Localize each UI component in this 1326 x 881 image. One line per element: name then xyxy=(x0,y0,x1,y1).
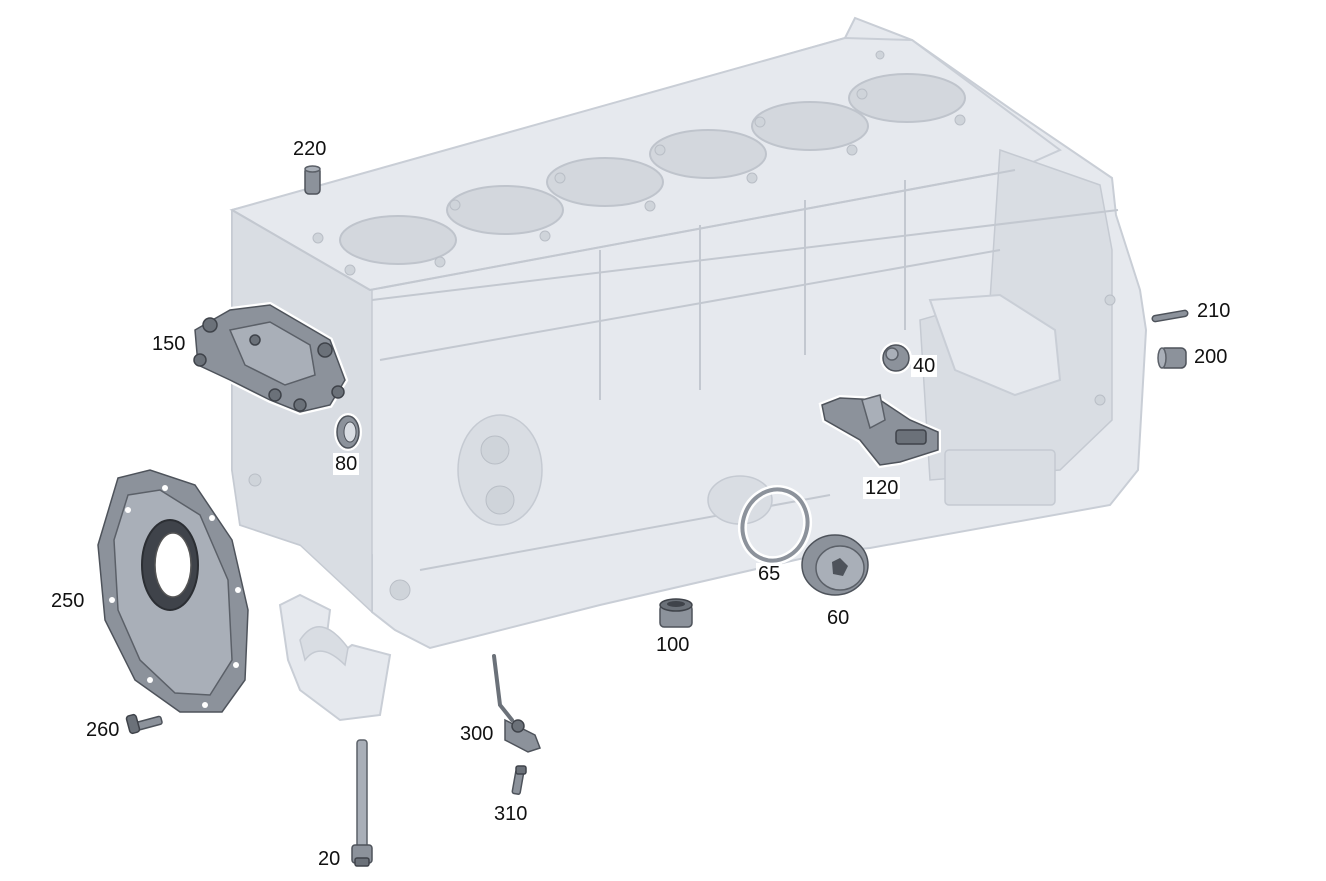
callout-150[interactable]: 150 xyxy=(150,333,188,355)
callout-20[interactable]: 20 xyxy=(316,848,343,870)
callout-210[interactable]: 210 xyxy=(1195,300,1233,322)
engine-block xyxy=(229,16,1148,650)
callout-60[interactable]: 60 xyxy=(825,607,852,629)
callout-310[interactable]: 310 xyxy=(492,803,530,825)
callout-260[interactable]: 260 xyxy=(84,719,122,741)
part-310-bolt[interactable] xyxy=(511,765,527,795)
part-250-rear-cover[interactable] xyxy=(97,469,249,713)
part-100-plug[interactable] xyxy=(659,598,693,628)
callout-100[interactable]: 100 xyxy=(654,634,692,656)
callout-120[interactable]: 120 xyxy=(863,477,901,499)
part-40-cap[interactable] xyxy=(880,342,912,374)
callout-80[interactable]: 80 xyxy=(333,453,360,475)
part-20-long-bolt[interactable] xyxy=(351,739,373,867)
callout-40[interactable]: 40 xyxy=(911,355,938,377)
part-200-sleeve[interactable] xyxy=(1157,347,1187,369)
main-bearing-cap[interactable] xyxy=(278,593,392,722)
callout-200[interactable]: 200 xyxy=(1192,346,1230,368)
part-120-actuator[interactable] xyxy=(818,394,941,469)
part-220-dowel-pin[interactable] xyxy=(304,165,321,195)
part-60-screw-plug[interactable] xyxy=(801,534,869,596)
part-150-bracket-housing[interactable] xyxy=(191,301,349,416)
part-65-o-ring[interactable] xyxy=(733,480,818,570)
callout-250[interactable]: 250 xyxy=(49,590,87,612)
part-300-oil-jet[interactable] xyxy=(492,654,541,753)
part-210-pin[interactable] xyxy=(1151,309,1189,323)
callout-65[interactable]: 65 xyxy=(756,563,783,585)
part-260-bolt[interactable] xyxy=(125,713,163,735)
callout-300[interactable]: 300 xyxy=(458,723,496,745)
callout-220[interactable]: 220 xyxy=(291,138,329,160)
part-80-seal-ring[interactable] xyxy=(334,413,362,451)
